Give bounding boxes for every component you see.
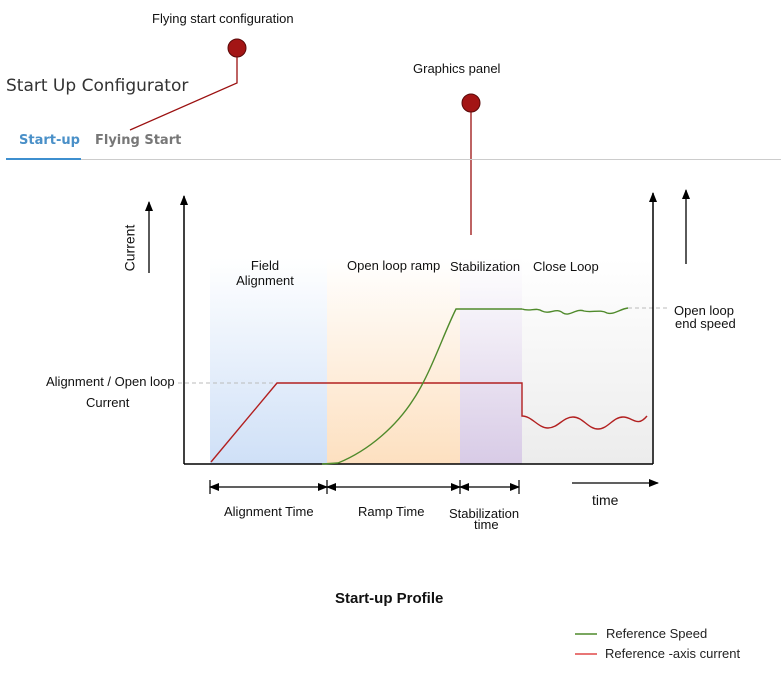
legend-reference-current: Reference -axis current [605,646,741,661]
close-loop-label: Close Loop [533,259,599,274]
y-axis-label: Current [121,224,138,272]
open-loop-speed-label-line2: end speed [675,316,736,331]
tab-start-up[interactable]: Start-up [19,133,80,148]
alignment-current-label-line2: Current [86,395,130,410]
flying-start-callout-marker [227,38,247,58]
graphics-panel-callout-marker [461,93,481,113]
page-title: Start Up Configurator [6,76,189,96]
stabilization-label: Stabilization [450,259,521,274]
tab-flying-start[interactable]: Flying Start [95,133,182,148]
open-loop-ramp-label: Open loop ramp [347,258,441,273]
open-loop-ramp-region [327,258,460,464]
diagram-title: Start-up Profile [335,590,444,607]
field-alignment-region [210,258,327,464]
open-loop-speed-label-line1: Open loop [674,303,734,318]
reference-speed-closed-loop-ripple [521,307,629,315]
alignment-current-label-line1: Alignment / Open loop [46,374,175,389]
close-loop-region [522,258,652,464]
stabilization-time-label-line2: time [474,517,499,532]
reference-speed-curve [321,308,522,465]
field-alignment-label: Field Alignment [236,258,294,288]
flying-start-callout-label: Flying start configuration [152,11,294,26]
reference-current-curve [210,382,648,463]
x-axis-label: time [592,492,619,508]
tab-divider [6,159,781,160]
alignment-time-label: Alignment Time [224,504,314,519]
flying-start-callout-leader [129,48,238,131]
stabilization-region [460,258,522,464]
ramp-time-label: Ramp Time [358,504,425,519]
legend-reference-speed: Reference Speed [606,626,708,641]
stabilization-time-label-line1: Stabilization [449,506,520,521]
graphics-panel-callout-label: Graphics panel [413,61,501,76]
active-tab-indicator [6,158,81,160]
